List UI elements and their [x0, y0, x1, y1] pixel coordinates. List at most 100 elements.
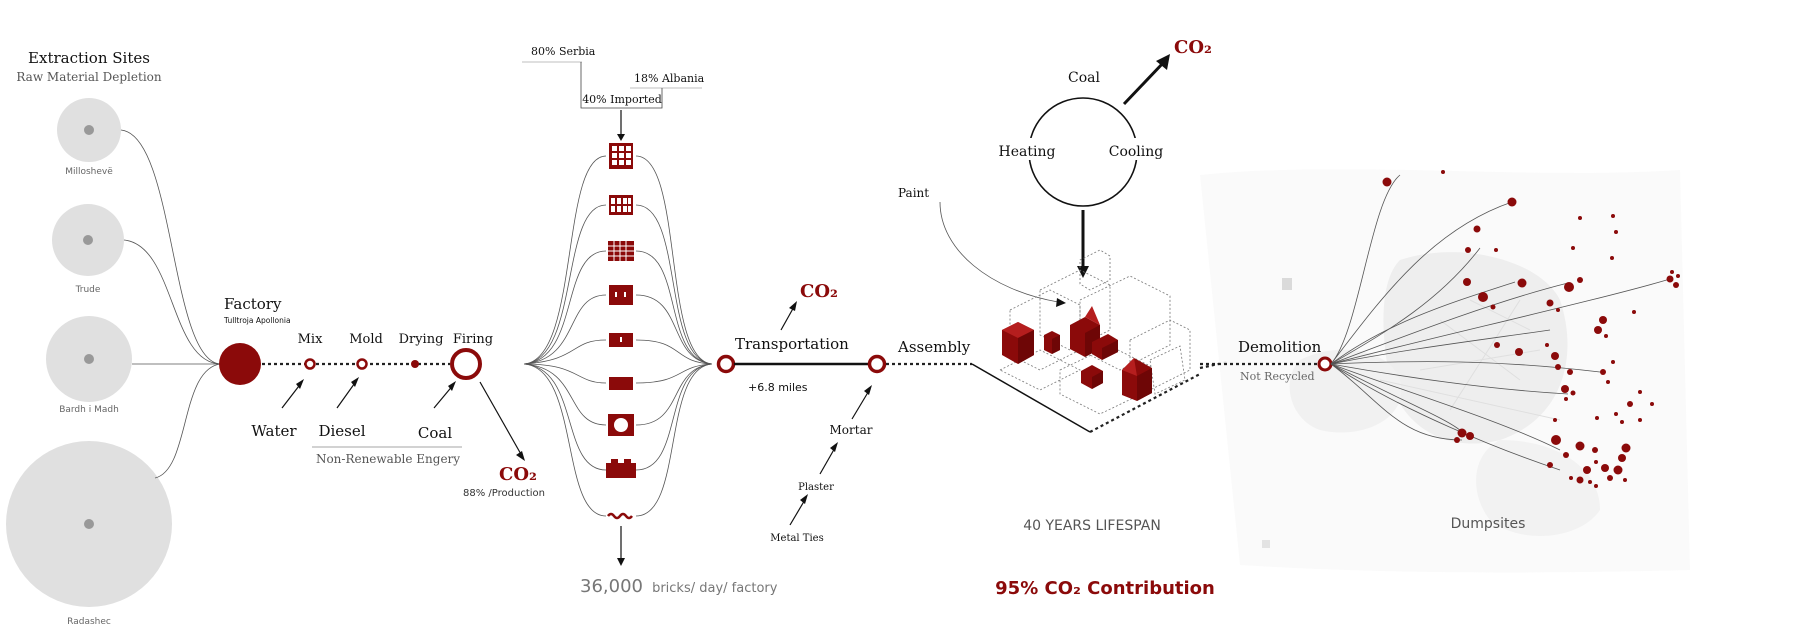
site-label-trude: Trude	[75, 285, 101, 295]
fan-right-4	[635, 294, 713, 365]
drying-node	[411, 360, 419, 368]
factory-sublabel: Tulltroja Apollonia	[223, 316, 291, 325]
fan-right-6	[635, 363, 713, 384]
brick-round-hole-icon	[608, 414, 634, 436]
production-co2-arrow	[479, 381, 523, 457]
lifecycle-coal: Coal	[1068, 70, 1100, 86]
lifecycle-co2-arrow-head	[1156, 54, 1170, 70]
transport-co2-label: CO₂	[800, 281, 838, 302]
brick-tile-icon	[606, 459, 636, 478]
heating-mask	[1000, 138, 1058, 160]
city-map-background	[1200, 169, 1690, 573]
factory-label: Factory	[224, 295, 282, 313]
dump-lines	[1330, 174, 1671, 471]
fan-left-7	[523, 363, 607, 426]
lifespan-label: 40 YEARS LIFESPAN	[1023, 518, 1161, 534]
factory-node	[219, 343, 261, 385]
material-mortar: Mortar	[830, 423, 873, 437]
fan-right-2	[635, 204, 713, 365]
site-milloshteve-dot	[84, 125, 94, 135]
extraction-section: Extraction Sites Raw Material Depletion …	[6, 49, 221, 627]
brick-one-hole-icon	[609, 333, 633, 347]
import-albania: 18% Albania	[634, 72, 705, 85]
transport-distance: +6.8 miles	[748, 381, 808, 394]
fan-left-4	[523, 294, 607, 365]
brick-grid-icon	[609, 143, 633, 169]
site-label-milloshteve: Milloshevë	[65, 167, 113, 177]
flow-line-radashec	[154, 363, 221, 479]
site-label-bardh: Bardh i Madh	[59, 405, 119, 415]
demolition-label: Demolition	[1238, 338, 1322, 356]
fan-right-5	[635, 339, 713, 365]
isometric-buildings	[971, 249, 1229, 433]
transport-section: Transportation +6.8 miles CO₂	[716, 281, 887, 394]
input-coal: Coal	[418, 424, 452, 442]
output-unit: bricks/ day/ factory	[652, 581, 778, 596]
contribution-label: 95% CO₂ Contribution	[995, 578, 1215, 599]
demolition-node	[1317, 356, 1333, 372]
output-label: 36,000 bricks/ day/ factory	[580, 576, 778, 597]
fan-left-1	[523, 155, 607, 365]
output-arrow-head	[617, 558, 625, 566]
step-mold: Mold	[349, 332, 383, 347]
assembly-section: Assembly Mortar Plaster Metal Ties Paint…	[770, 37, 1229, 599]
fan-left-6	[523, 363, 607, 384]
import-total: 40% Imported	[582, 93, 662, 106]
brick-types-section: 80% Serbia 18% Albania 40% Imported	[522, 45, 778, 597]
paint-label: Paint	[898, 186, 929, 200]
lifecycle-co2-arrow	[1122, 60, 1166, 106]
lifecycle-cooling: Cooling	[1109, 144, 1164, 160]
material-plaster: Plaster	[798, 482, 834, 493]
flow-line-trude	[123, 239, 221, 365]
transport-co2-arrow-head	[789, 301, 797, 311]
step-drying: Drying	[399, 332, 444, 347]
brick-two-hole-icon	[609, 285, 633, 305]
site-radashec-dot	[84, 519, 94, 529]
extraction-subtitle: Raw Material Depletion	[16, 70, 162, 84]
demolition-sublabel: Not Recycled	[1240, 370, 1315, 383]
diesel-arrow-head	[351, 377, 359, 387]
water-arrow-head	[296, 379, 304, 389]
lifecycle-co2-label: CO₂	[1174, 37, 1212, 58]
brick-dense-grid-icon	[608, 241, 634, 261]
fan-left-8	[523, 363, 607, 471]
import-bracket	[580, 62, 663, 109]
cooling-mask	[1108, 138, 1170, 160]
brick-wave-icon	[607, 512, 633, 520]
site-bardh-dot	[84, 354, 94, 364]
production-co2-caption: 88% /Production	[463, 488, 545, 499]
paint-arrow-head	[1056, 298, 1066, 307]
production-section: Factory Tulltroja Apollonia Mix Mold Dry…	[219, 295, 545, 499]
demolition-section: Demolition Not Recycled	[1200, 169, 1690, 573]
fan-left-9	[523, 363, 607, 517]
fan-left-2	[523, 204, 607, 365]
production-co2-arrow-head	[516, 451, 525, 461]
dumpsites-label: Dumpsites	[1451, 516, 1526, 532]
fan-left-3	[523, 250, 607, 365]
lifecycle-down-arrow-head	[1077, 266, 1089, 278]
mix-node	[304, 358, 316, 370]
import-serbia: 80% Serbia	[531, 45, 596, 58]
extraction-title: Extraction Sites	[28, 49, 150, 67]
step-firing: Firing	[453, 332, 493, 347]
input-diesel: Diesel	[318, 422, 365, 440]
production-co2-label: CO₂	[499, 464, 537, 485]
coal-arrow-head	[448, 381, 456, 391]
fan-right-3	[635, 250, 713, 365]
import-arrow-head	[617, 134, 625, 141]
brick-perforated-icon	[609, 195, 633, 215]
input-water: Water	[251, 422, 297, 440]
fan-right-8	[635, 363, 713, 471]
mold-node	[356, 358, 368, 370]
metal-ties-arrow-head	[800, 494, 808, 504]
brick-fan-lines	[523, 155, 713, 517]
site-trude-dot	[83, 235, 93, 245]
mortar-arrow	[851, 388, 871, 420]
inputs-caption: Non-Renewable Engery	[316, 452, 460, 466]
assembly-node	[867, 354, 887, 374]
output-number: 36,000	[580, 576, 643, 597]
brick-solid-icon	[609, 377, 633, 390]
site-label-radashec: Radashec	[67, 617, 111, 627]
firing-node	[450, 348, 482, 380]
